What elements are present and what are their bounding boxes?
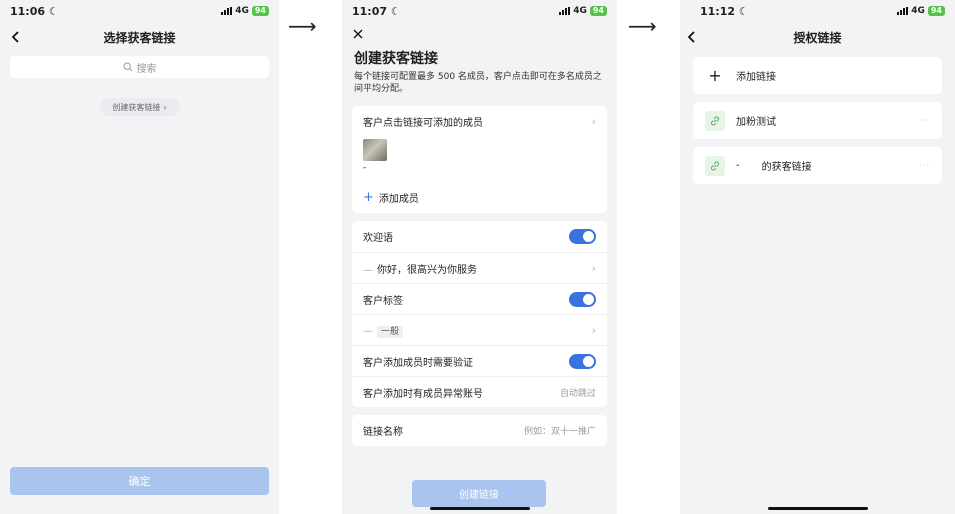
search-icon bbox=[122, 62, 132, 72]
search-input[interactable]: 搜索 bbox=[10, 56, 269, 78]
link-name-row[interactable]: 链接名称 例如：双十一推广 bbox=[352, 415, 607, 446]
link-icon bbox=[705, 155, 725, 176]
status-bar: 11:07 ☾ 4G 94 bbox=[342, 0, 617, 22]
chevron-right-icon: › bbox=[591, 261, 596, 275]
verify-label: 客户添加成员时需要验证 bbox=[363, 357, 473, 369]
settings-card: 欢迎语 —你好，很高兴为你服务 › 客户标签 —一般 › 客户添加成员时需要验证… bbox=[352, 221, 607, 407]
create-link-submit-button[interactable]: 创建链接 bbox=[412, 480, 546, 507]
status-time: 11:07 bbox=[352, 4, 388, 18]
abnormal-row[interactable]: 客户添加时有成员异常账号 自动跳过 bbox=[352, 376, 607, 407]
welcome-label: 欢迎语 bbox=[363, 233, 393, 244]
signal-icon bbox=[897, 7, 909, 15]
chevron-right-icon: › bbox=[163, 102, 167, 112]
abnormal-label: 客户添加时有成员异常账号 bbox=[363, 388, 483, 400]
add-link-label: 添加链接 bbox=[736, 72, 776, 83]
status-bar: 11:06 ☾ 4G 94 bbox=[0, 0, 279, 22]
chevron-right-icon: › bbox=[591, 115, 596, 128]
screen-create-link: 11:07 ☾ 4G 94 创建获客链接 每个链接可配置最多 500 名成员，客… bbox=[342, 0, 617, 514]
tag-row: 客户标签 bbox=[352, 283, 607, 314]
link-item-name: 的获客链接 bbox=[761, 162, 812, 173]
home-indicator bbox=[768, 507, 868, 510]
member-name: - bbox=[363, 163, 367, 173]
confirm-button[interactable]: 确定 bbox=[10, 467, 269, 495]
add-link-button[interactable]: + 添加链接 bbox=[693, 57, 942, 94]
moon-icon: ☾ bbox=[48, 4, 59, 18]
member-avatar bbox=[363, 139, 387, 161]
add-member-label: 添加成员 bbox=[378, 194, 419, 205]
battery-icon: 94 bbox=[927, 6, 945, 16]
signal-icon bbox=[221, 7, 233, 15]
search-placeholder: 搜索 bbox=[136, 63, 157, 75]
home-indicator bbox=[430, 507, 530, 510]
create-link-button[interactable]: 创建获客链接 › bbox=[99, 98, 180, 116]
plus-icon: + bbox=[708, 66, 722, 85]
verify-toggle[interactable] bbox=[569, 353, 596, 369]
network-type: 4G bbox=[235, 6, 249, 16]
link-item-name: 加粉测试 bbox=[736, 117, 776, 128]
network-type: 4G bbox=[911, 6, 925, 16]
back-arrow-icon[interactable] bbox=[8, 29, 24, 45]
add-member-button[interactable]: + 添加成员 bbox=[352, 182, 607, 213]
plus-icon: + bbox=[363, 190, 374, 205]
status-bar: 11:12 ☾ 4G 94 bbox=[680, 0, 955, 22]
link-name-input[interactable]: 例如：双十一推广 bbox=[523, 427, 596, 437]
moon-icon: ☾ bbox=[738, 4, 749, 18]
tag-toggle[interactable] bbox=[569, 291, 596, 307]
page-subtitle: 每个链接可配置最多 500 名成员，客户点击即可在多名成员之间平均分配。 bbox=[354, 72, 602, 94]
signal-icon bbox=[559, 7, 571, 15]
page-title: 创建获客链接 bbox=[354, 51, 438, 67]
create-link-label: 创建获客链接 bbox=[112, 102, 161, 112]
screen-authorized-links: 11:12 ☾ 4G 94 授权链接 + 添加链接 加粉测试 ··· bbox=[680, 0, 955, 514]
page-title: 选择获客链接 bbox=[103, 30, 176, 45]
chevron-right-icon: › bbox=[591, 323, 596, 337]
status-time: 11:12 bbox=[700, 4, 736, 18]
close-icon[interactable] bbox=[352, 28, 364, 40]
link-item-prefix: - bbox=[736, 160, 740, 171]
welcome-text-row[interactable]: —你好，很高兴为你服务 › bbox=[352, 252, 607, 283]
battery-icon: 94 bbox=[589, 6, 607, 16]
flow-arrow: ⟶ bbox=[628, 14, 657, 38]
link-icon bbox=[705, 110, 725, 131]
back-arrow-icon[interactable] bbox=[684, 29, 700, 45]
battery-icon: 94 bbox=[251, 6, 269, 16]
screen-select-link: 11:06 ☾ 4G 94 选择获客链接 搜索 创建获客链接 › 确定 bbox=[0, 0, 279, 514]
members-row[interactable]: 客户点击链接可添加的成员 › bbox=[352, 106, 607, 137]
list-item[interactable]: - 的获客链接 ··· bbox=[693, 147, 942, 184]
link-name-label: 链接名称 bbox=[363, 427, 403, 438]
flow-arrow: ⟶ bbox=[288, 14, 317, 38]
members-label: 客户点击链接可添加的成员 bbox=[363, 118, 483, 129]
verify-row: 客户添加成员时需要验证 bbox=[352, 345, 607, 376]
more-icon[interactable]: ··· bbox=[919, 161, 930, 170]
tag-label: 客户标签 bbox=[363, 295, 403, 307]
moon-icon: ☾ bbox=[390, 4, 401, 18]
nav-bar: 授权链接 bbox=[680, 22, 955, 52]
status-time: 11:06 bbox=[10, 4, 46, 18]
members-card: 客户点击链接可添加的成员 › - + 添加成员 bbox=[352, 106, 607, 213]
page-title: 授权链接 bbox=[793, 30, 842, 45]
more-icon[interactable]: ··· bbox=[919, 116, 930, 125]
network-type: 4G bbox=[573, 6, 587, 16]
welcome-toggle[interactable] bbox=[569, 229, 596, 244]
abnormal-value: 自动跳过 bbox=[559, 388, 596, 399]
welcome-row: 欢迎语 bbox=[352, 221, 607, 252]
list-item[interactable]: 加粉测试 ··· bbox=[693, 102, 942, 139]
nav-bar: 选择获客链接 bbox=[0, 22, 279, 52]
name-card: 链接名称 例如：双十一推广 bbox=[352, 415, 607, 446]
tag-chip: 一般 bbox=[377, 325, 404, 338]
welcome-text: 你好，很高兴为你服务 bbox=[377, 264, 477, 276]
tag-value-row[interactable]: —一般 › bbox=[352, 314, 607, 345]
